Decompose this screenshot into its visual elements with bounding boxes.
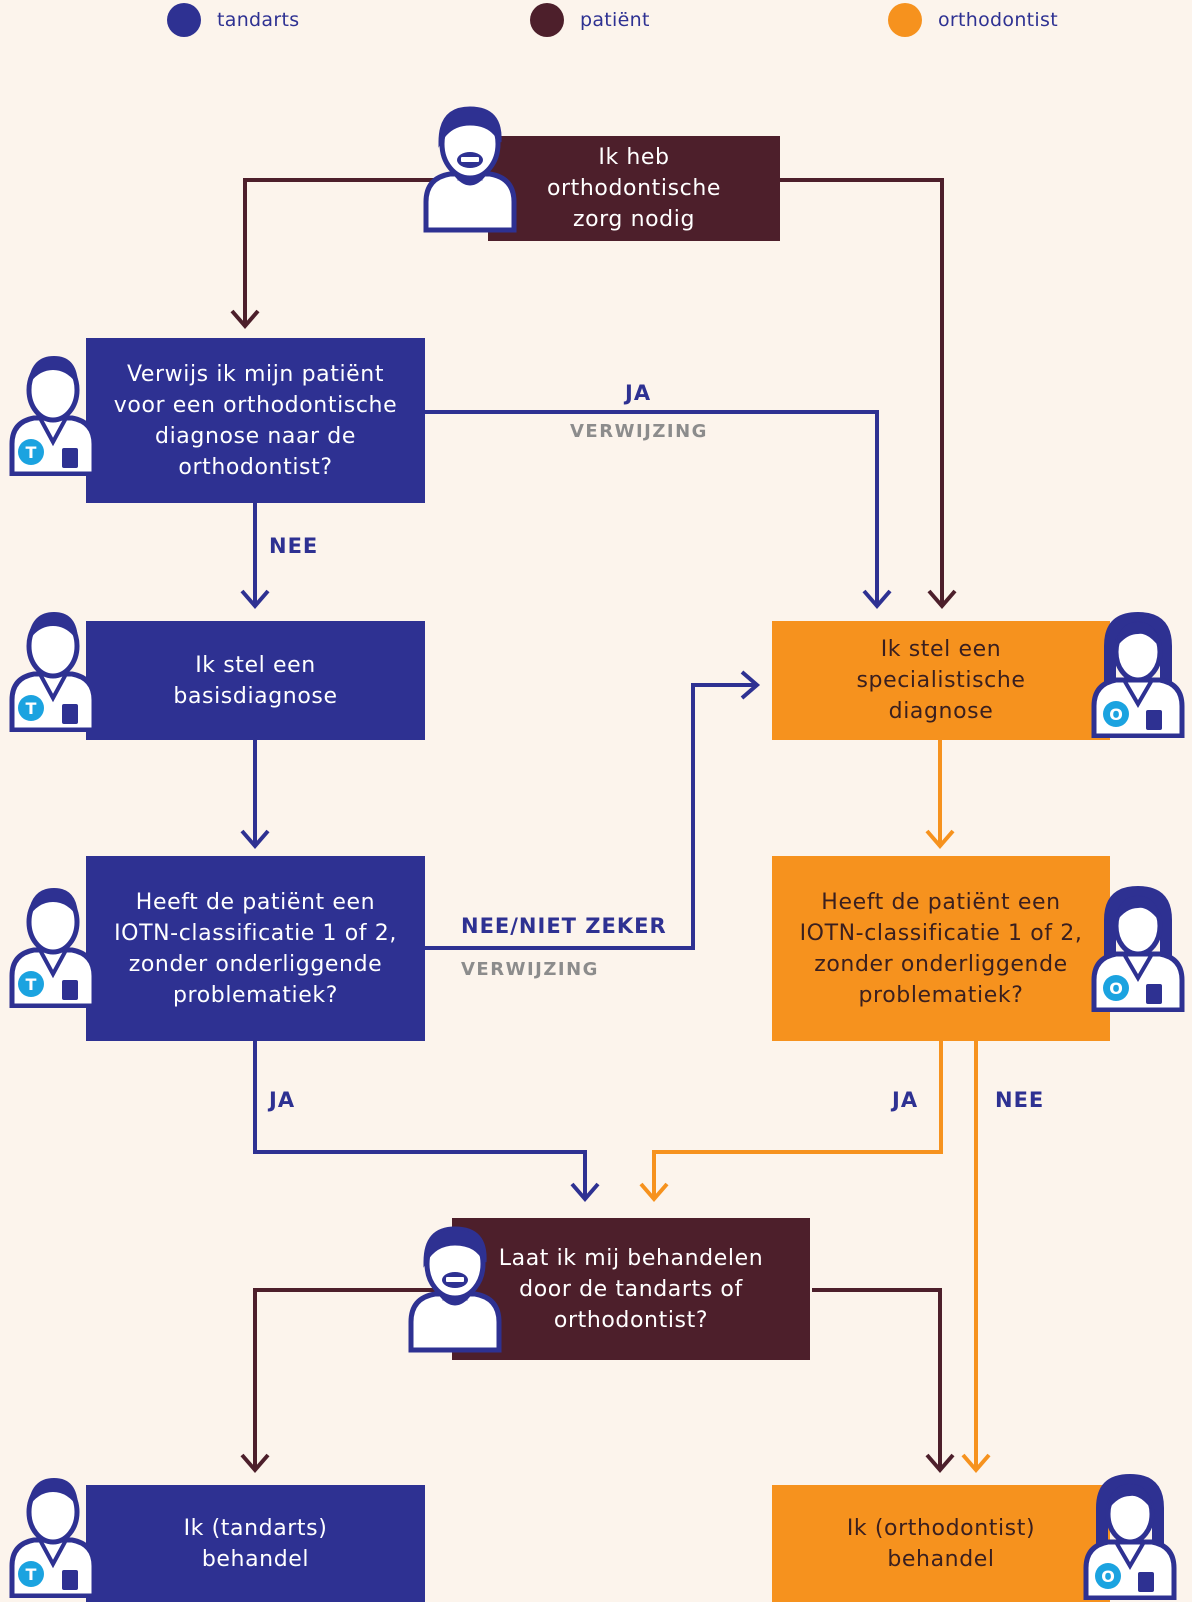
arrowhead-iotn-no-unsure — [740, 670, 761, 700]
legend-dot-orthodontist — [888, 3, 922, 37]
dentist-avatar-icon: T — [9, 1478, 97, 1598]
legend-item-orthodontist: orthodontist — [888, 2, 1058, 38]
patient-avatar-icon — [408, 1226, 502, 1353]
patient-avatar-icon — [423, 106, 517, 233]
node-patient-need: Ik heb orthodontische zorg nodig — [488, 136, 780, 241]
edge-label-refer-no: NEE — [269, 534, 319, 558]
edge-patient-to-ortho-special — [780, 178, 944, 606]
edge-ortho-iotn-yes — [652, 1041, 943, 1199]
node-dentist-basic: Ik stel een basisdiagnose — [86, 621, 425, 740]
arrowhead-refer-no — [240, 589, 270, 610]
node-ortho-special: Ik stel een specialistische diagnose — [772, 621, 1110, 740]
badge-letter: O — [1109, 979, 1123, 998]
arrowhead-special-to-ortho-iotn — [925, 829, 955, 850]
edge-label-iotn-no-unsure: NEE/NIET ZEKER — [461, 914, 667, 938]
edge-refer-yes — [425, 410, 879, 606]
node-dentist-refer: Verwijs ik mijn patiënt voor een orthodo… — [86, 338, 425, 503]
badge-letter: T — [26, 975, 37, 994]
edge-sublabel-iotn-no-unsure: VERWIJZING — [461, 959, 599, 980]
node-dentist-treat: Ik (tandarts) behandel — [86, 1485, 425, 1602]
arrowhead-ortho-special-patient — [927, 589, 957, 610]
node-ortho-iotn: Heeft de patiënt een IOTN-classificatie … — [772, 856, 1110, 1041]
arrowhead-basic-to-iotn — [240, 829, 270, 850]
node-dentist-iotn: Heeft de patiënt een IOTN-classificatie … — [86, 856, 425, 1041]
legend-item-tandarts: tandarts — [167, 2, 299, 38]
badge-letter: T — [26, 699, 37, 718]
node-patient-choice: Laat ik mij behandelen door de tandarts … — [452, 1218, 810, 1360]
edge-patient-to-dentist-refer — [243, 178, 445, 326]
legend-label-tandarts: tandarts — [217, 9, 300, 31]
badge-letter: O — [1109, 705, 1123, 724]
orthodontist-avatar-icon: O — [1091, 612, 1185, 738]
edge-label-refer-yes: JA — [625, 381, 652, 405]
arrowhead-dentist-refer — [230, 309, 260, 330]
badge-letter: T — [26, 1565, 37, 1584]
orthodontist-avatar-icon: O — [1091, 886, 1185, 1012]
arrowhead-dentist-iotn-yes — [570, 1182, 600, 1203]
dentist-avatar-icon: T — [9, 888, 97, 1008]
dentist-avatar-icon: T — [9, 612, 97, 732]
badge-letter: O — [1101, 1567, 1115, 1586]
badge-letter: T — [26, 443, 37, 462]
arrowhead-choice-to-ortho-treat — [925, 1453, 955, 1474]
orthodontist-avatar-icon: O — [1083, 1474, 1177, 1600]
dentist-avatar-icon: T — [9, 356, 97, 476]
arrowhead-refer-yes — [862, 589, 892, 610]
edge-iotn-no-unsure — [425, 683, 757, 950]
legend-item-patient: patiënt — [530, 2, 650, 38]
edge-sublabel-refer-yes: VERWIJZING — [570, 421, 708, 442]
edge-label-ortho-iotn-no: NEE — [995, 1088, 1045, 1112]
legend-dot-tandarts — [167, 3, 201, 37]
edge-choice-to-dentist-treat — [253, 1288, 455, 1470]
edge-label-dentist-iotn-yes: JA — [269, 1088, 296, 1112]
arrowhead-ortho-iotn-no — [961, 1453, 991, 1474]
edge-dentist-iotn-yes — [253, 1041, 587, 1199]
arrowhead-choice-to-dentist-treat — [240, 1453, 270, 1474]
legend-dot-patient — [530, 3, 564, 37]
legend-label-patient: patiënt — [580, 9, 650, 31]
legend-label-orthodontist: orthodontist — [938, 9, 1058, 31]
arrowhead-ortho-iotn-yes — [639, 1182, 669, 1203]
edge-label-ortho-iotn-yes: JA — [892, 1088, 919, 1112]
node-ortho-treat: Ik (orthodontist) behandel — [772, 1485, 1110, 1602]
edge-choice-to-ortho-treat — [812, 1288, 942, 1470]
